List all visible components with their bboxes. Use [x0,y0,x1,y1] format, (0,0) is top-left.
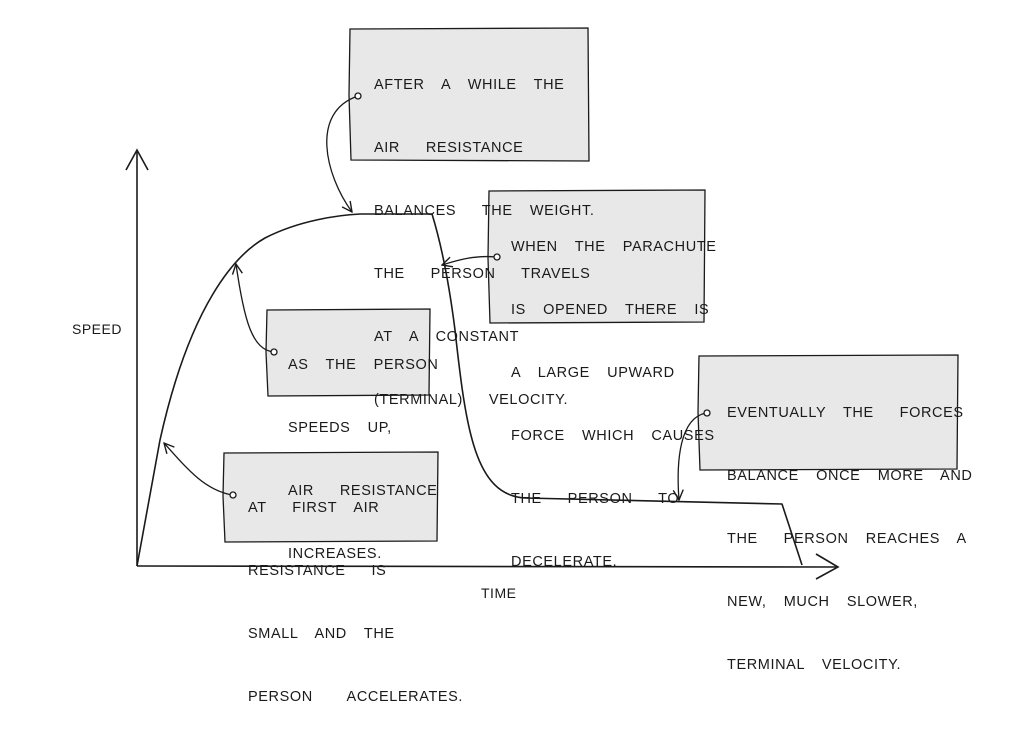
note-line: IS OPENED THERE IS [511,302,710,318]
parachute-text: WHEN THE PARACHUTE IS OPENED THERE IS A … [511,195,717,594]
note-line: PERSON ACCELERATES. [248,689,464,705]
note-line: THE PERSON TRAVELS [374,266,591,282]
y-axis-label: SPEED [72,321,122,337]
note-line: AT A CONSTANT [374,329,520,345]
note-line: BALANCE ONCE MORE AND [727,468,973,484]
note-line: THE PERSON TO [511,491,680,507]
note-line: AIR RESISTANCE [288,483,438,499]
speed-curve [136,213,803,567]
note-line: A LARGE UPWARD [511,365,675,381]
speeds-up-box [265,308,431,397]
note-line: RESISTANCE IS [248,563,387,579]
forces-balance-text: EVENTUALLY THE FORCES BALANCE ONCE MORE … [727,361,972,697]
speeds-up-connector [236,264,275,353]
note-line: THE PERSON REACHES A [727,531,967,547]
x-axis [136,565,837,568]
note-line: EVENTUALLY THE FORCES [727,405,964,421]
speeds-up-text: AS THE PERSON SPEEDS UP, AIR RESISTANCE … [288,313,438,586]
x-axis-label: TIME [481,585,517,601]
note-line: DECELERATE. [511,554,618,570]
note-line: FORCE WHICH CAUSES [511,428,715,444]
y-axis-arrowhead [125,148,149,171]
parachute-connector-dot [493,253,501,261]
forces-balance-box [697,354,959,471]
note-line: AS THE PERSON [288,357,439,373]
at-first-box [222,451,439,543]
note-line: WHEN THE PARACHUTE [511,239,717,255]
speed-time-diagram [125,27,959,580]
forces-balance-connector-dot [703,409,711,417]
note-line: BALANCES THE WEIGHT. [374,203,595,219]
terminal-velocity-connector [326,95,359,212]
at-first-connector [164,443,233,496]
parachute-box [487,189,706,324]
note-line: (TERMINAL) VELOCITY. [374,392,569,408]
note-line: AT FIRST AIR [248,500,380,516]
note-line: SPEEDS UP, [288,420,392,436]
parachute-connector [442,255,497,265]
note-line: NEW, MUCH SLOWER, [727,594,918,610]
forces-balance-connector [678,412,707,500]
at-first-connector-dot [229,491,237,499]
x-axis-arrowhead [815,553,840,580]
terminal-velocity-connector-dot [354,92,362,100]
note-line: INCREASES. [288,546,382,562]
terminal-velocity-text: AFTER A WHILE THE AIR RESISTANCE BALANCE… [374,33,594,432]
note-line: TERMINAL VELOCITY. [727,657,902,673]
note-line: SMALL AND THE [248,626,395,642]
speeds-up-connector-dot [270,348,278,356]
note-line: AIR RESISTANCE [374,140,524,156]
terminal-velocity-box [348,27,590,162]
at-first-text: AT FIRST AIR RESISTANCE IS SMALL AND THE… [248,456,463,729]
note-line: AFTER A WHILE THE [374,77,565,93]
